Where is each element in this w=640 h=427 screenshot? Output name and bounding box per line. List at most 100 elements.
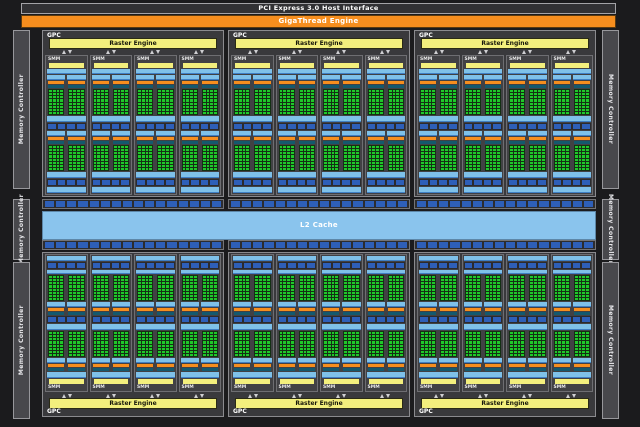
processing-block-pair — [91, 131, 130, 171]
register-file-bar — [278, 85, 295, 88]
core-cell — [76, 285, 80, 288]
core-cell — [52, 344, 56, 347]
core-cell — [324, 276, 327, 279]
core-cell — [335, 341, 339, 344]
core-cell — [125, 108, 128, 111]
core-grid — [234, 275, 251, 301]
raster-smm-arrows — [231, 48, 407, 55]
core-cell — [145, 332, 149, 335]
core-cell — [169, 96, 173, 99]
shared-memory-bar — [552, 372, 591, 378]
core-cell — [69, 164, 73, 167]
core-grid — [112, 275, 129, 301]
shared-memory-bar — [180, 187, 219, 193]
arrow-up-icon — [478, 49, 482, 54]
core-cell — [335, 108, 339, 111]
core-cell — [69, 288, 73, 291]
core-cell — [206, 291, 210, 294]
core-cell — [165, 288, 169, 291]
core-cell — [541, 332, 545, 335]
core-cell — [537, 108, 541, 111]
core-cell — [210, 335, 214, 338]
texture-unit-chip — [332, 317, 341, 322]
core-cell — [541, 297, 545, 300]
core-cell — [56, 99, 60, 102]
core-cell — [379, 152, 383, 155]
warp-scheduler-bar — [323, 81, 340, 84]
core-cell — [287, 353, 290, 356]
core-cell — [351, 111, 355, 114]
polymorph-engine-bar — [182, 379, 217, 384]
core-cell — [541, 285, 545, 288]
core-cell — [255, 99, 259, 102]
core-cell — [259, 344, 262, 347]
core-cell — [138, 288, 141, 291]
core-cell — [307, 291, 311, 294]
core-cell — [489, 353, 493, 356]
core-grid — [440, 331, 457, 357]
core-cell — [582, 161, 586, 164]
core-cell — [259, 149, 262, 152]
core-cell — [287, 111, 290, 114]
core-cell — [562, 111, 565, 114]
core-cell — [182, 285, 186, 288]
core-cell — [351, 108, 355, 111]
core-cell — [541, 102, 545, 105]
warp-scheduler-bar — [484, 137, 501, 140]
core-cell — [586, 276, 589, 279]
texture-unit-chip — [563, 180, 571, 185]
core-cell — [517, 164, 521, 167]
processing-block — [111, 331, 130, 371]
core-cell — [368, 297, 372, 300]
core-cell — [368, 344, 372, 347]
core-cell — [554, 155, 558, 158]
core-cell — [392, 347, 396, 350]
core-cell — [60, 285, 64, 288]
core-cell — [368, 353, 372, 356]
core-cell — [348, 155, 351, 158]
texture-unit-chip — [474, 180, 482, 185]
core-cell — [255, 146, 259, 149]
polymorph-engine-bar — [554, 379, 589, 384]
core-cell — [125, 102, 128, 105]
core-cell — [235, 344, 238, 347]
core-cell — [158, 90, 162, 93]
core-cell — [76, 167, 80, 170]
core-cell — [299, 282, 303, 285]
core-cell — [537, 282, 541, 285]
core-cell — [141, 353, 145, 356]
register-file-bar — [484, 368, 501, 371]
core-cell — [162, 93, 165, 96]
core-cell — [262, 164, 266, 167]
texture-unit-chip — [429, 180, 438, 185]
core-cell — [379, 297, 383, 300]
arrow-down-icon — [528, 49, 532, 54]
core-cell — [287, 347, 290, 350]
core-cell — [335, 161, 339, 164]
core-cell — [202, 105, 206, 108]
core-cell — [307, 335, 311, 338]
rop-chip — [178, 242, 188, 248]
core-grid — [254, 331, 271, 357]
core-cell — [521, 111, 525, 114]
polymorph-engine-bar — [421, 379, 456, 384]
core-cell — [351, 276, 355, 279]
core-cell — [307, 285, 311, 288]
texture-unit-chip — [386, 317, 395, 322]
core-cell — [324, 111, 327, 114]
core-cell — [351, 146, 355, 149]
core-cell — [565, 297, 569, 300]
core-cell — [246, 338, 250, 341]
core-cell — [421, 353, 424, 356]
core-cell — [52, 99, 56, 102]
shared-memory-bar — [322, 187, 361, 193]
warp-scheduler-bar — [157, 364, 174, 367]
core-cell — [344, 164, 348, 167]
core-cell — [287, 93, 290, 96]
processing-block — [528, 75, 547, 115]
core-cell — [554, 341, 558, 344]
core-cell — [73, 155, 76, 158]
core-cell — [465, 111, 469, 114]
core-cell — [255, 276, 259, 279]
core-cell — [73, 288, 76, 291]
